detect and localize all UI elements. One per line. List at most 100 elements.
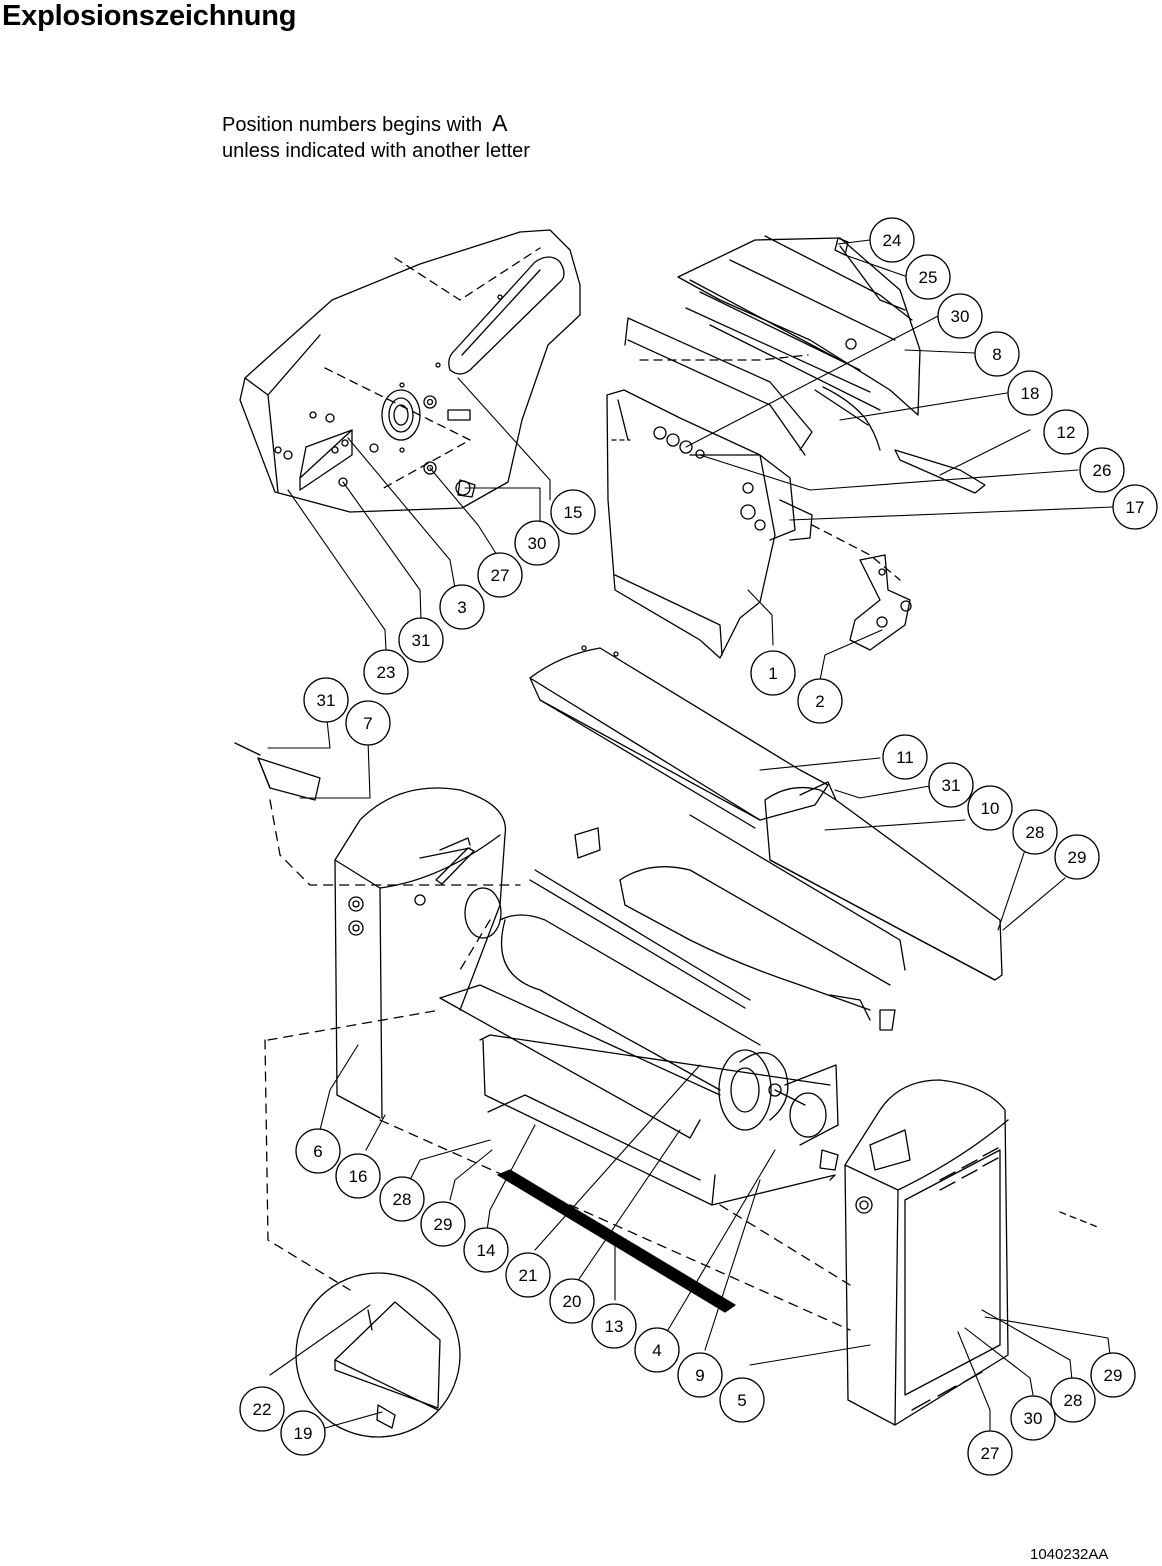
callout-18: 18 [1007, 370, 1053, 416]
left-side-cover [239, 229, 581, 513]
callout-circle [345, 700, 391, 746]
callout-circle [677, 1352, 723, 1398]
callout-11: 11 [882, 734, 928, 780]
callout-label: 28 [393, 1190, 412, 1209]
leader-lines [267, 239, 1114, 1431]
ironing-roll [499, 914, 806, 1131]
right-upper-cover [606, 235, 986, 659]
note-letter: A [492, 110, 508, 136]
callout-5: 5 [719, 1377, 765, 1423]
page-title: Explosionszeichnung [2, 0, 297, 32]
callout-label: 29 [1104, 1366, 1123, 1385]
callout-circle [928, 762, 974, 808]
callout-circle [505, 1252, 551, 1298]
lower-trough [439, 984, 839, 1206]
callout-circle [1050, 1377, 1096, 1423]
callout-19: 19 [280, 1410, 326, 1456]
callout-15: 15 [550, 489, 596, 535]
document-number: 1040232AA [1030, 1546, 1109, 1563]
callout-circle [550, 489, 596, 535]
callout-2: 2 [797, 678, 843, 724]
assembly-lines [264, 799, 851, 1331]
callout-label: 22 [253, 1400, 272, 1419]
callout-10: 10 [967, 785, 1013, 831]
callout-4: 4 [634, 1327, 680, 1373]
callout-label: 29 [434, 1215, 453, 1234]
callout-6: 6 [295, 1128, 341, 1174]
callout-label: 28 [1026, 823, 1045, 842]
callout-circle [974, 331, 1020, 377]
callout-circle [797, 678, 843, 724]
callout-circle [750, 650, 796, 696]
callout-label: 8 [992, 345, 1001, 364]
callout-27: 27 [477, 552, 523, 598]
callout-circle [239, 1386, 285, 1432]
callout-circle [1079, 447, 1125, 493]
callout-24: 24 [869, 217, 915, 263]
callout-3: 3 [439, 584, 485, 630]
feed-table [529, 645, 829, 829]
callout-label: 31 [942, 776, 961, 795]
callout-circle [967, 785, 1013, 831]
callout-14: 14 [463, 1227, 509, 1273]
callout-8: 8 [974, 331, 1020, 377]
callout-13: 13 [591, 1303, 637, 1349]
callout-31: 31 [398, 617, 444, 663]
callout-30: 30 [937, 293, 983, 339]
callout-label: 2 [815, 692, 824, 711]
callout-27: 27 [967, 1430, 1013, 1476]
callout-26: 26 [1079, 447, 1125, 493]
callout-label: 24 [883, 231, 902, 250]
callout-circle [335, 1153, 381, 1199]
callout-label: 28 [1064, 1391, 1083, 1410]
callout-label: 20 [563, 1292, 582, 1311]
note-line-2: unless indicated with another letter [222, 140, 530, 162]
callout-circle [1012, 809, 1058, 855]
callout-label: 1 [768, 664, 777, 683]
callout-circle [882, 734, 928, 780]
callout-circle [591, 1303, 637, 1349]
callout-label: 29 [1068, 848, 1087, 867]
callout-circle [363, 649, 409, 695]
callout-9: 9 [677, 1352, 723, 1398]
callout-label: 15 [564, 503, 583, 522]
callout-circle [477, 552, 523, 598]
callout-label: 30 [951, 307, 970, 326]
callout-28: 28 [379, 1176, 425, 1222]
main-frame [334, 787, 507, 1119]
callout-label: 10 [981, 799, 1000, 818]
callout-30: 30 [1010, 1395, 1056, 1441]
callout-label: 5 [737, 1391, 746, 1410]
callout-31: 31 [928, 762, 974, 808]
callout-circle [1010, 1395, 1056, 1441]
callout-circle [303, 677, 349, 723]
callout-label: 6 [313, 1142, 322, 1161]
callout-12: 12 [1043, 409, 1089, 455]
callout-20: 20 [549, 1278, 595, 1324]
callout-16: 16 [335, 1153, 381, 1199]
note-line-1: Position numbers begins with [222, 114, 483, 136]
callout-label: 16 [349, 1167, 368, 1186]
callout-label: 27 [981, 1444, 1000, 1463]
callout-circle [967, 1430, 1013, 1476]
callout-label: 9 [695, 1366, 704, 1385]
callout-circle [295, 1128, 341, 1174]
callout-label: 13 [605, 1317, 624, 1336]
callout-label: 30 [528, 534, 547, 553]
callout-circle [463, 1227, 509, 1273]
callout-label: 18 [1021, 384, 1040, 403]
callout-17: 17 [1112, 484, 1158, 530]
callout-circle [1112, 484, 1158, 530]
callout-circle [398, 617, 444, 663]
callout-label: 4 [652, 1341, 661, 1360]
rear-perforated-cover [764, 781, 1003, 981]
callout-29: 29 [1090, 1352, 1136, 1398]
callout-circle [280, 1410, 326, 1456]
callout-circle [379, 1176, 425, 1222]
callout-label: 21 [519, 1266, 538, 1285]
position-note: Position numbers begins with A unless ind… [222, 110, 530, 164]
callout-circle [549, 1278, 595, 1324]
callout-circle [905, 254, 951, 300]
